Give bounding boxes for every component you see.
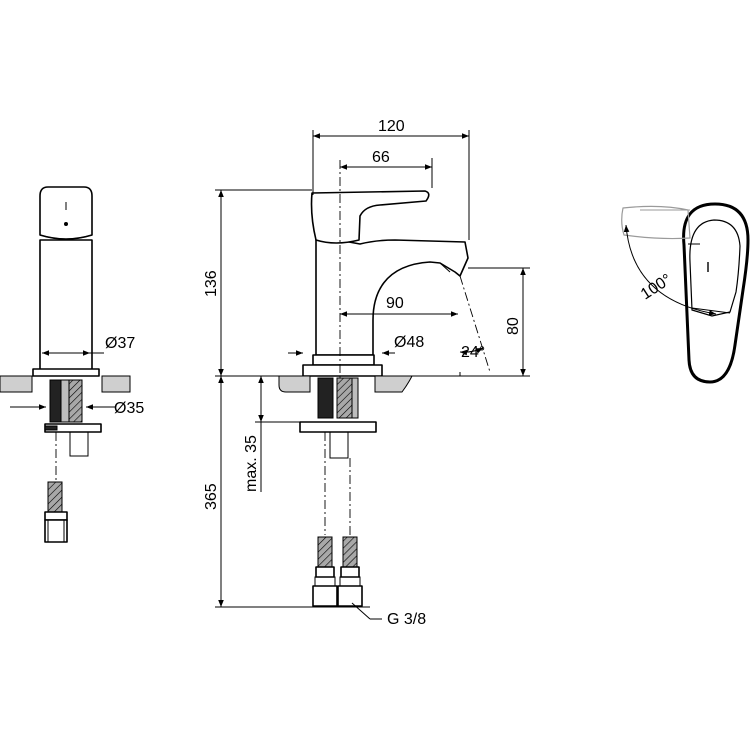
dim-lever-reach: 66 xyxy=(372,149,390,166)
front-view-lever xyxy=(310,190,430,244)
dim-hole-diameter: Ø35 xyxy=(114,400,144,417)
top-view-lever-rotated xyxy=(621,205,691,240)
front-view-body xyxy=(315,235,469,356)
front-view-shank-left xyxy=(317,377,334,419)
dim-spout-projection: 90 xyxy=(386,295,404,312)
front-view-base xyxy=(302,364,383,377)
dim-base-diameter: Ø48 xyxy=(394,334,424,351)
side-view-deck xyxy=(0,375,33,393)
front-view-deck xyxy=(278,375,311,393)
side-view-body xyxy=(39,239,93,371)
side-view-shank xyxy=(49,379,62,423)
dim-body-diameter: Ø37 xyxy=(105,335,135,352)
side-view-handle-dot xyxy=(64,222,68,226)
front-view: 120 66 90 Ø48 136 80 24° 365 max. 35 G 3… xyxy=(203,118,530,628)
side-view-handle xyxy=(39,186,93,240)
dim-spout-height: 80 xyxy=(505,317,522,335)
dim-max-deck-thickness: max. 35 xyxy=(243,435,260,492)
dim-spout-angle: 24° xyxy=(461,344,485,361)
dim-hose-length: 365 xyxy=(203,483,220,510)
front-view-hose-left xyxy=(317,536,333,568)
side-view-hose xyxy=(47,481,63,513)
dim-overall-width: 120 xyxy=(378,118,405,135)
dim-hose-connection: G 3/8 xyxy=(387,611,426,628)
dim-body-height: 136 xyxy=(203,270,220,297)
top-view-lever xyxy=(682,202,750,384)
front-view-nut-plate xyxy=(299,421,377,433)
front-view-hose-right xyxy=(342,536,358,568)
top-view: 100° xyxy=(621,202,750,384)
side-view: Ø37 Ø35 xyxy=(0,186,144,543)
